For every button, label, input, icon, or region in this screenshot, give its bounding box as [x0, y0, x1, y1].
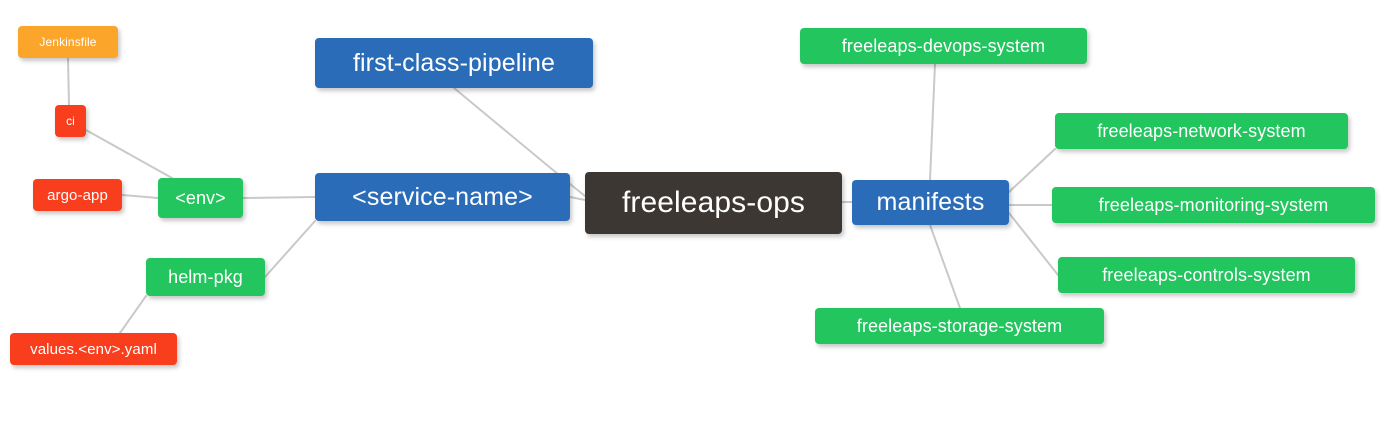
mindmap-node-freeleaps-monitoring-system[interactable]: freeleaps-monitoring-system: [1052, 187, 1375, 223]
edge-service-name-to-helm-pkg: [264, 220, 316, 278]
mindmap-node-freeleaps-network-system[interactable]: freeleaps-network-system: [1055, 113, 1348, 149]
mindmap-node-Jenkinsfile[interactable]: Jenkinsfile: [18, 26, 118, 58]
mindmap-node-freeleaps-devops-system[interactable]: freeleaps-devops-system: [800, 28, 1087, 64]
mindmap-node-helm-pkg[interactable]: helm-pkg: [146, 258, 265, 296]
edge-env-to-ci: [85, 129, 173, 179]
edge-manifests-to-freeleaps-storage-system: [929, 224, 961, 309]
edge-service-name-to-env: [242, 196, 316, 199]
edge-ci-to-Jenkinsfile: [67, 57, 70, 106]
mindmap-node-ci[interactable]: ci: [55, 105, 86, 137]
mindmap-node-first-class-pipeline[interactable]: first-class-pipeline: [315, 38, 593, 88]
edge-manifests-to-freeleaps-network-system: [1008, 148, 1056, 193]
mindmap-node-freeleaps-storage-system[interactable]: freeleaps-storage-system: [815, 308, 1104, 344]
mindmap-node-freeleaps-ops[interactable]: freeleaps-ops: [585, 172, 842, 234]
mindmap-node-values-env-yaml[interactable]: values.<env>.yaml: [10, 333, 177, 365]
edge-env-to-argo-app: [121, 194, 159, 199]
mindmap-node-freeleaps-controls-system[interactable]: freeleaps-controls-system: [1058, 257, 1355, 293]
mindmap-node-manifests[interactable]: manifests: [852, 180, 1009, 225]
mindmap-node-env[interactable]: <env>: [158, 178, 243, 218]
edge-freeleaps-ops-to-service-name: [569, 196, 586, 201]
edge-helm-pkg-to-values-env-yaml: [119, 295, 147, 334]
edge-manifests-to-freeleaps-controls-system: [1008, 212, 1059, 276]
edge-manifests-to-freeleaps-devops-system: [929, 63, 936, 181]
mindmap-node-service-name[interactable]: <service-name>: [315, 173, 570, 221]
mindmap-node-argo-app[interactable]: argo-app: [33, 179, 122, 211]
